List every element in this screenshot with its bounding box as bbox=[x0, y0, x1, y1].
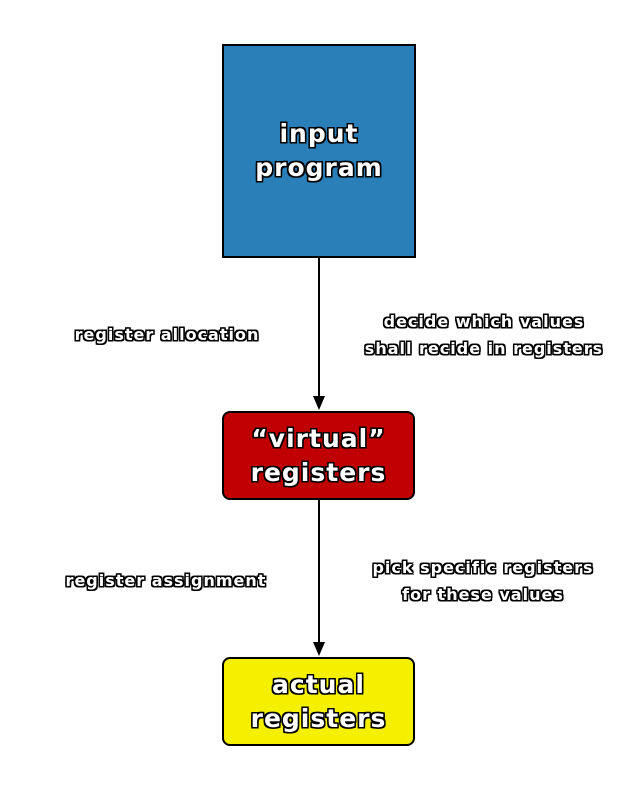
decide-description: decide which values shall recide in regi… bbox=[346, 308, 622, 362]
register-assignment-label: register assignment bbox=[65, 571, 267, 590]
virtual-registers-line-2: registers bbox=[250, 457, 387, 487]
input-program-line-1: input bbox=[279, 119, 359, 148]
decide-description-line-1: decide which values bbox=[383, 312, 585, 331]
arrowhead-virtual bbox=[313, 396, 325, 410]
input-program-box: input program bbox=[222, 44, 416, 258]
arrowhead-actual bbox=[313, 642, 325, 656]
pick-description: pick specific registers for these values bbox=[354, 554, 612, 608]
actual-registers-box: actual registers bbox=[222, 657, 415, 746]
actual-registers-line-2: registers bbox=[250, 703, 387, 733]
pick-description-line-1: pick specific registers bbox=[372, 558, 594, 577]
pick-description-line-2: for these values bbox=[402, 585, 564, 604]
register-allocation-label: register allocation bbox=[74, 325, 260, 344]
virtual-registers-line-1: “virtual” bbox=[251, 423, 386, 453]
virtual-registers-box: “virtual” registers bbox=[222, 411, 415, 500]
decide-description-line-2: shall recide in registers bbox=[364, 339, 604, 358]
input-program-line-2: program bbox=[255, 153, 383, 182]
actual-registers-line-1: actual bbox=[272, 669, 365, 699]
